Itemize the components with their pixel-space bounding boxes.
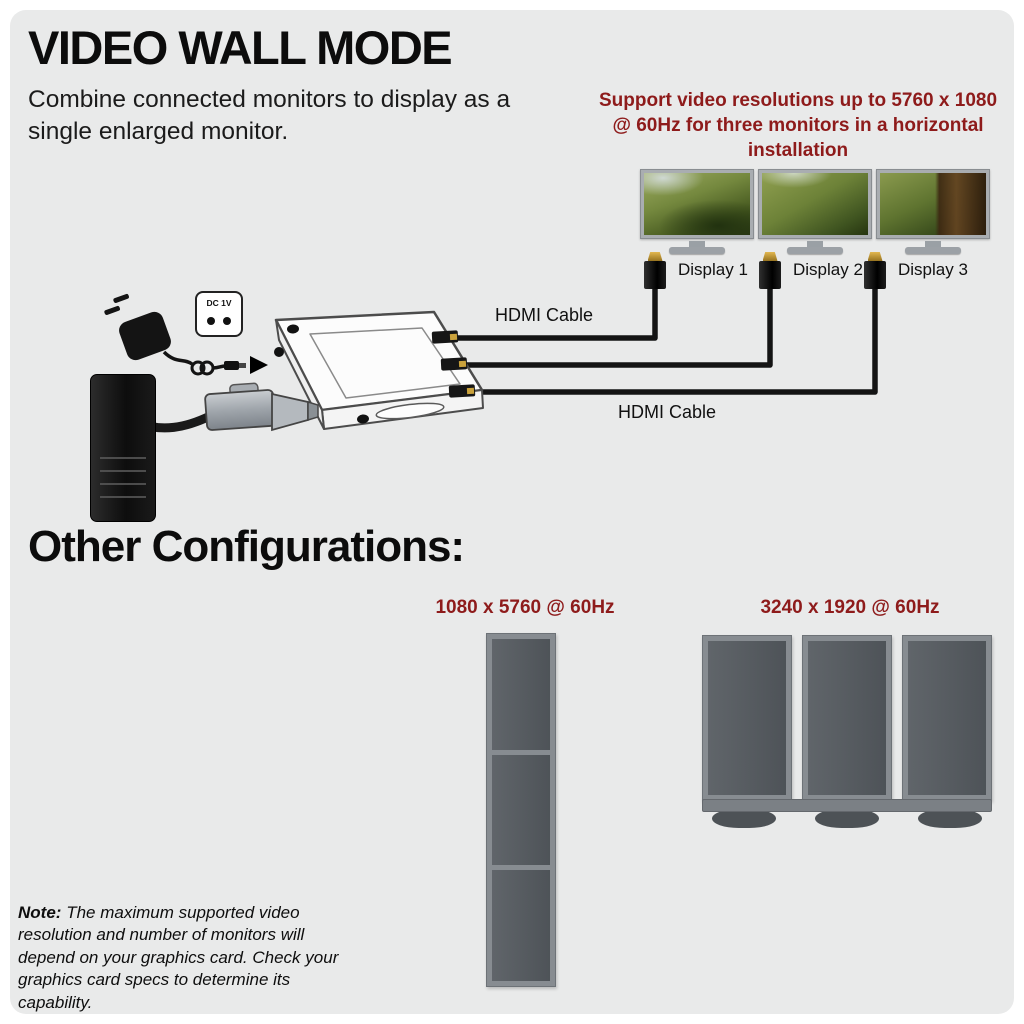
display-1-label: Display 1: [678, 260, 748, 279]
screen-photo: [762, 173, 868, 235]
note-prefix: Note:: [18, 903, 62, 922]
dc-jack-icon: [274, 347, 284, 357]
device-slot: [375, 402, 445, 420]
monitor-bezel: [876, 169, 990, 239]
display-2-label: Display 2: [793, 260, 863, 279]
hdmi-cable-label-bottom: HDMI Cable: [618, 402, 717, 422]
monitor-2: [758, 169, 872, 254]
monitor-stand: [876, 241, 990, 254]
hdmi-connector-icon: [864, 252, 886, 289]
power-adapter-icon: [104, 293, 268, 376]
monitor-foot: [918, 809, 982, 828]
hdmi-plug-tip-icon: [647, 252, 663, 261]
stacked-screen-3: [492, 870, 550, 982]
monitor-stand: [640, 241, 754, 254]
monitor-bezel: [758, 169, 872, 239]
hdmi-plug-body-icon: [864, 261, 886, 289]
display-3-label: Display 3: [898, 260, 968, 279]
screen-photo: [644, 173, 750, 235]
hdmi-plug-body-icon: [644, 261, 666, 289]
vertical-config-resolution: 1080 x 5760 @ 60Hz: [435, 597, 615, 618]
monitor-bezel: [640, 169, 754, 239]
page-title: VIDEO WALL MODE: [28, 21, 453, 74]
stacked-screen-2: [492, 754, 550, 866]
page-subtitle: Combine connected monitors to display as…: [28, 86, 511, 145]
device-illustration: DC 1V: [104, 291, 484, 433]
hdmi-plug-tip-icon: [867, 252, 883, 261]
hdmi-connector-icon: [644, 252, 666, 289]
displayport-cable-icon: [105, 382, 319, 433]
hdmi-connector-icon: [759, 252, 781, 289]
monitor-3: [876, 169, 990, 254]
monitor-1: [640, 169, 754, 254]
device-label-area: [309, 327, 461, 399]
hdmi-cable-label-top: HDMI Cable: [495, 305, 594, 325]
grid-config-resolution: 3240 x 1920 @ 60Hz: [760, 597, 940, 618]
mst-hub-device: [274, 310, 484, 430]
hdmi-plug-body-icon: [759, 261, 781, 289]
power-arrow-icon: [250, 356, 268, 374]
vertical-stack-monitors: [486, 633, 556, 987]
portrait-monitor-3: [902, 635, 992, 801]
stacked-screen-1: [492, 639, 550, 750]
dc-plug-label: DC 1V: [206, 298, 231, 308]
horizontal-monitor-wall: [640, 169, 990, 254]
hdmi-plug-tip-icon: [762, 252, 778, 261]
screen-photo: [880, 173, 986, 235]
portrait-row-monitors: [702, 635, 992, 828]
monitor-foot: [712, 809, 776, 828]
device-grip-lines: [100, 457, 146, 509]
portrait-monitor-1: [702, 635, 792, 801]
dc-plug-icon: DC 1V: [195, 291, 243, 337]
black-device: [90, 374, 156, 522]
note-body: The maximum supported video resolution a…: [18, 903, 339, 1012]
monitor-stand-bar: [702, 799, 992, 812]
monitor-foot: [815, 809, 879, 828]
monitor-stand: [758, 241, 872, 254]
portrait-monitor-2: [802, 635, 892, 801]
footer-note: Note: The maximum supported video resolu…: [18, 902, 340, 1014]
resolution-support-note: Support video resolutions up to 5760 x 1…: [598, 90, 998, 162]
other-configurations-heading: Other Configurations:: [28, 522, 465, 571]
